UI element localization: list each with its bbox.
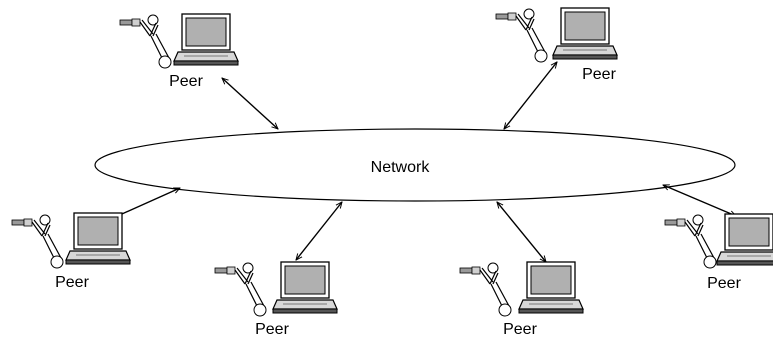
peer-node-2: Peer xyxy=(495,7,618,83)
robot-arm-icon xyxy=(119,14,172,69)
connection-arrow-peer-3 xyxy=(113,187,180,219)
network-label: Network xyxy=(371,159,431,176)
robot-arm-icon xyxy=(495,8,548,63)
connection-arrow-peer-5 xyxy=(497,202,546,262)
connection-arrow-peer-2 xyxy=(504,62,557,129)
connection-arrow-peer-1 xyxy=(222,78,278,129)
laptop-icon xyxy=(173,13,239,66)
robot-arm-icon xyxy=(664,214,717,269)
network-cloud xyxy=(94,128,736,202)
laptop-icon xyxy=(518,261,584,314)
peer-label: Peer xyxy=(503,321,537,338)
laptop-icon xyxy=(552,7,618,60)
peer-node-4: Peer xyxy=(214,261,338,338)
peer-node-6: Peer xyxy=(664,213,773,292)
laptop-icon xyxy=(65,212,131,265)
peer-label: Peer xyxy=(255,321,289,338)
laptop-icon xyxy=(272,261,338,314)
connection-arrow-peer-6 xyxy=(663,184,736,217)
peer-label: Peer xyxy=(707,275,741,292)
laptop-icon xyxy=(716,213,773,266)
peer-node-3: Peer xyxy=(11,212,131,291)
peer-label: Peer xyxy=(55,274,89,291)
peer-label: Peer xyxy=(169,73,203,90)
connection-arrow-peer-4 xyxy=(296,202,342,260)
robot-arm-icon xyxy=(214,262,267,317)
peer-node-5: Peer xyxy=(459,261,584,338)
peer-node-1: Peer xyxy=(119,13,239,90)
peer-label: Peer xyxy=(582,66,616,83)
robot-arm-icon xyxy=(459,262,512,317)
robot-arm-icon xyxy=(11,214,64,269)
